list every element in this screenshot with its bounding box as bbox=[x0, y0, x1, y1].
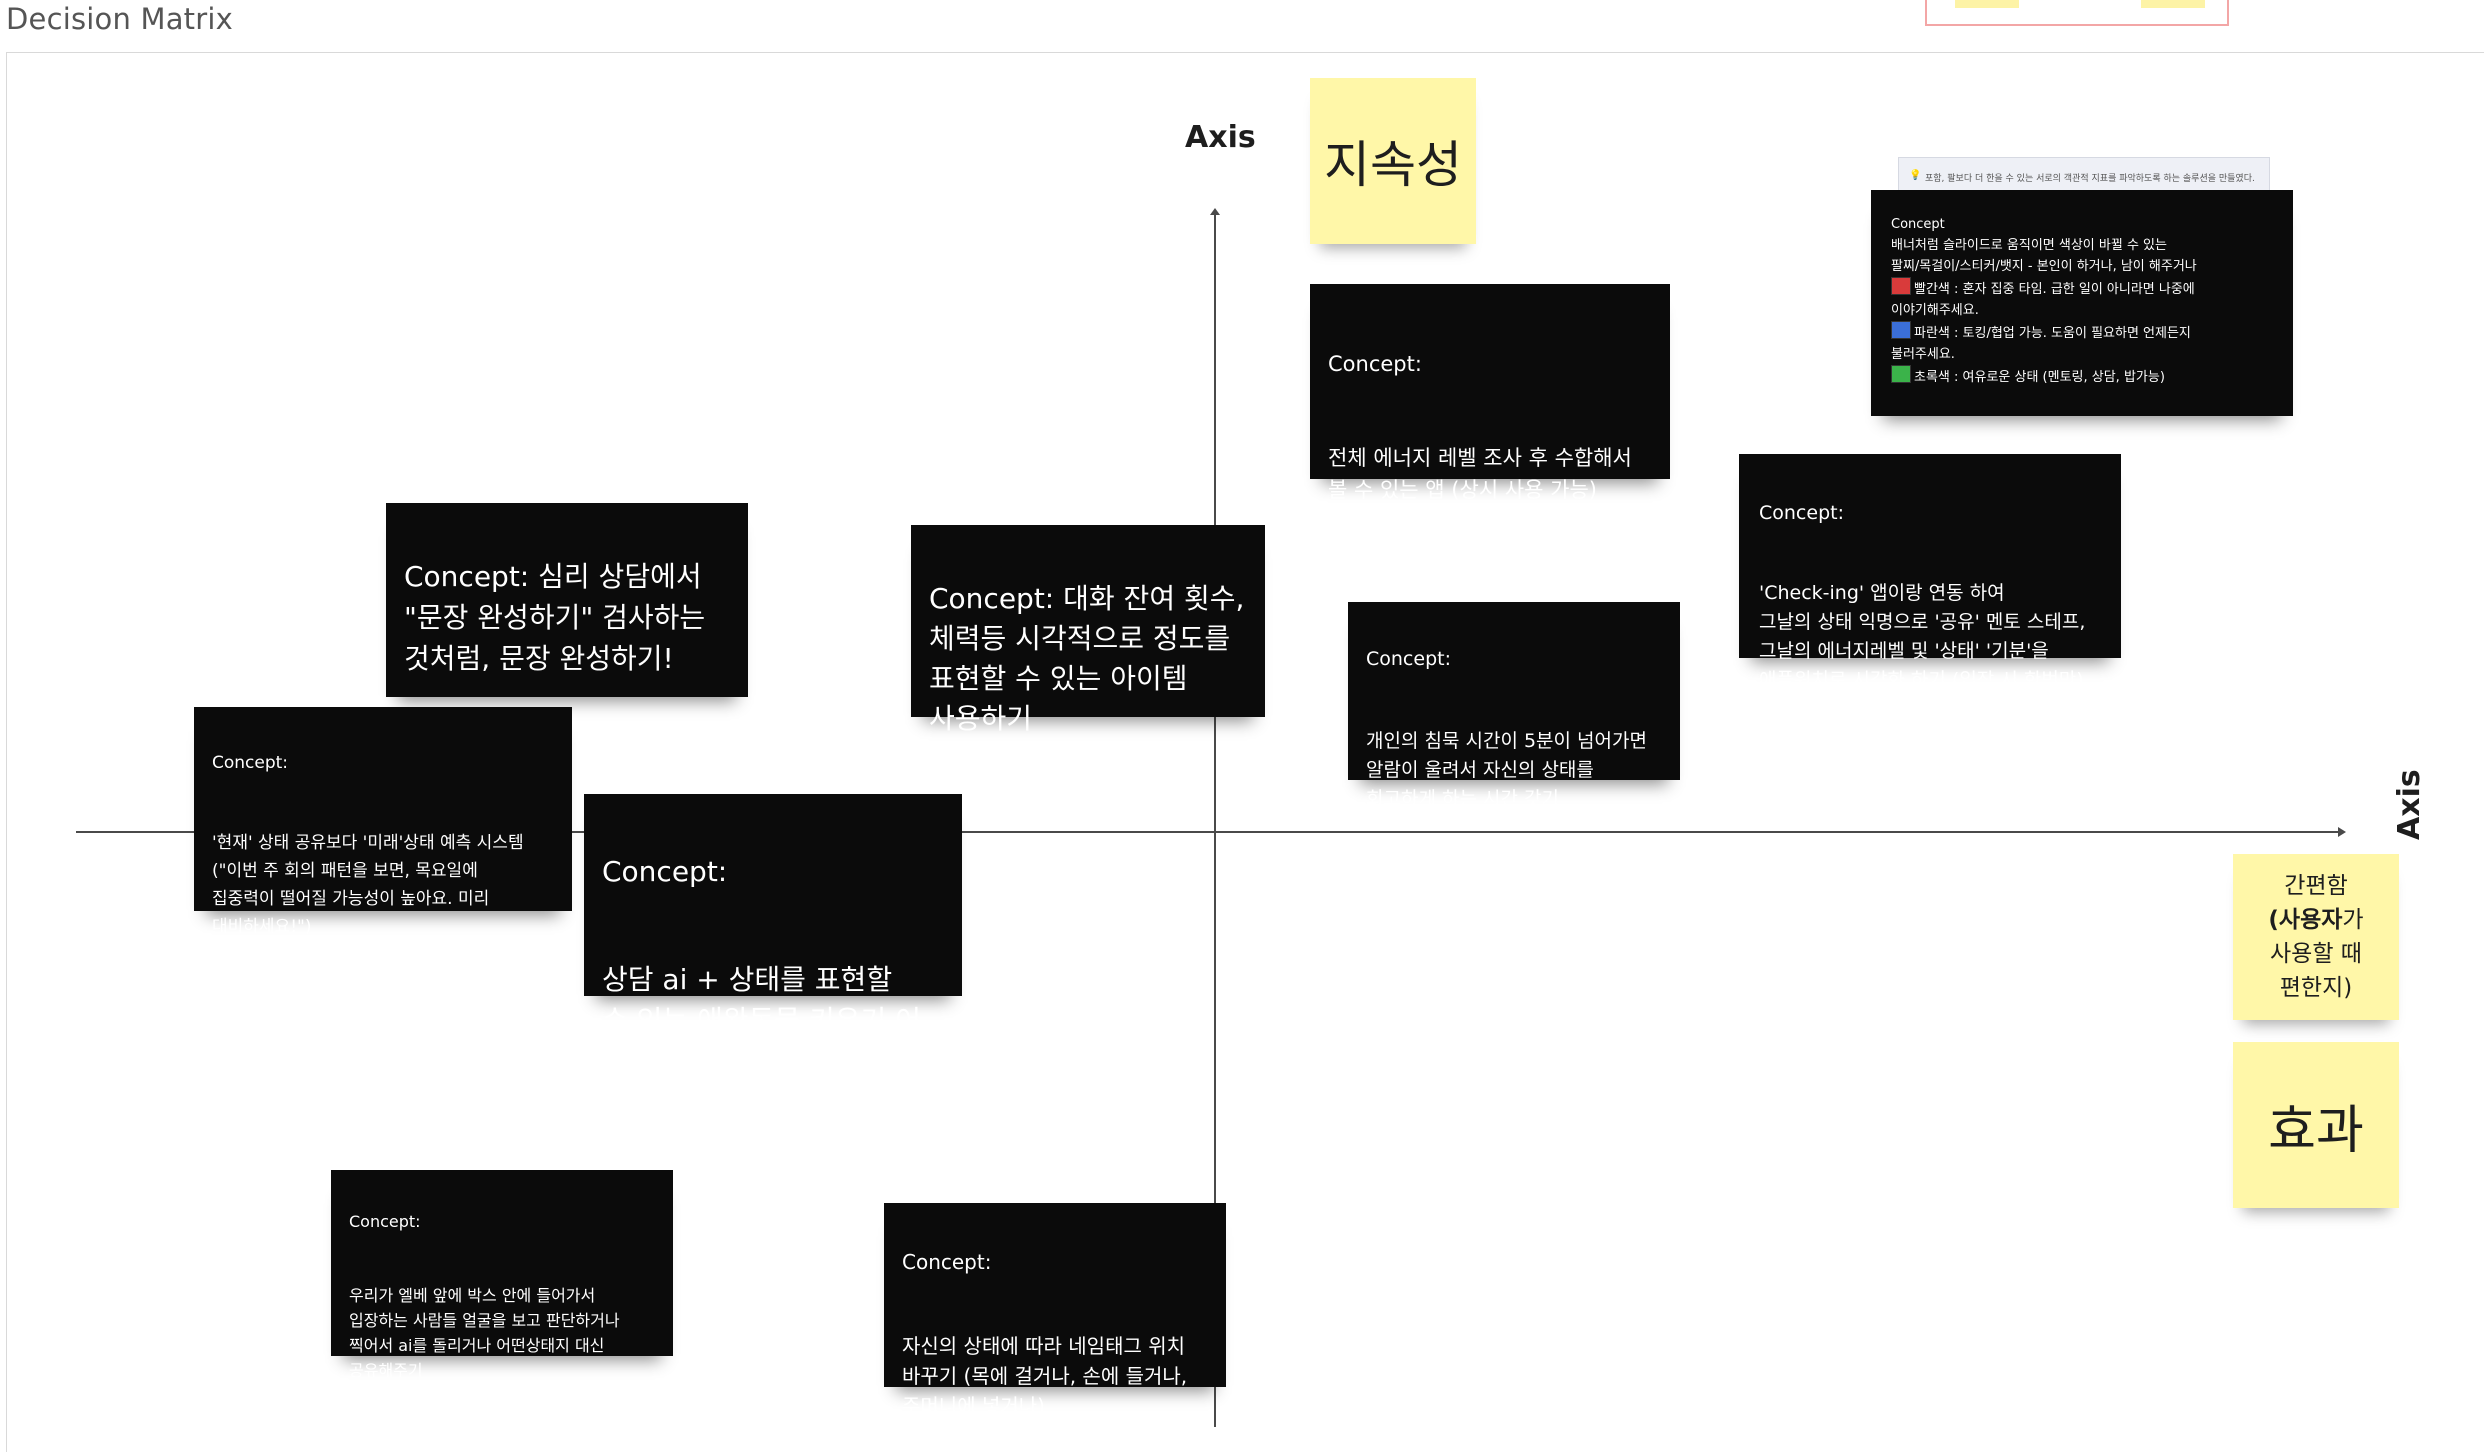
sticky-text: 편한지) bbox=[2279, 975, 2353, 1001]
card-body-line: 초록색 : 여유로운 상태 (멘토링, 상담, 밥가능) bbox=[1914, 370, 2165, 385]
sticky-sustainability[interactable]: 지속성 bbox=[1310, 78, 1476, 244]
card-body-line: 이야기해주세요. bbox=[1891, 303, 1979, 318]
sticky-text-bold: (사용자 bbox=[2268, 907, 2343, 933]
card-energy-app[interactable]: Concept: 전체 에너지 레벨 조사 후 수합해서 볼 수 있는 앱 (상… bbox=[1310, 284, 1670, 502]
blue-square-icon bbox=[1891, 321, 1911, 339]
card-body-line: 불러주세요. bbox=[1891, 347, 1955, 362]
card-body: 'Check-ing' 앱이랑 연동 하여 그날의 상태 익명으로 '공유' 멘… bbox=[1759, 582, 2086, 691]
card-body: 개인의 침묵 시간이 5분이 넘어가면 알람이 울려서 자신의 상태를 회고하게… bbox=[1366, 730, 1647, 810]
card-body-line: 빨간색 : 혼자 집중 타임. 급한 일이 아니라면 나중에 bbox=[1891, 277, 2273, 300]
sticky-effect[interactable]: 효과 bbox=[2233, 1042, 2399, 1208]
card-title: Concept: bbox=[1759, 502, 1844, 524]
card-body: '현재' 상태 공유보다 '미래'상태 예측 시스템 ("이번 주 회의 패턴을… bbox=[212, 833, 524, 937]
horizontal-axis-label[interactable]: Axis bbox=[2392, 769, 2427, 840]
red-square-icon bbox=[1891, 277, 1911, 295]
peek-sticky[interactable] bbox=[2141, 0, 2205, 8]
sticky-text: 사용할 때 bbox=[2270, 941, 2362, 967]
peek-sticky[interactable] bbox=[1955, 0, 2019, 8]
sticky-ease[interactable]: 간편함 (사용자가 사용할 때 편한지) bbox=[2233, 854, 2399, 1020]
card-checking[interactable]: Concept: 'Check-ing' 앱이랑 연동 하여 그날의 상태 익명… bbox=[1739, 454, 2121, 691]
vertical-axis-label[interactable]: Axis bbox=[1185, 120, 1256, 155]
lightbulb-icon: 💡 bbox=[1909, 170, 1922, 181]
card-body-line: 초록색 : 여유로운 상태 (멘토링, 상담, 밥가능) bbox=[1891, 365, 2273, 388]
card-title: Concept: bbox=[212, 753, 289, 773]
card-body: Concept: 대화 잔여 횟수, 체력등 시각적으로 정도를 표현할 수 있… bbox=[929, 582, 1245, 735]
offscreen-frame-peek[interactable] bbox=[1925, 0, 2229, 26]
card-title: Concept: bbox=[1328, 352, 1422, 376]
sticky-text: 지속성 bbox=[1324, 136, 1462, 194]
card-body: Concept: 심리 상담에서 "문장 완성하기" 검사하는 것처럼, 문장 … bbox=[404, 560, 706, 675]
card-silence[interactable]: Concept: 개인의 침묵 시간이 5분이 넘어가면 알람이 울려서 자신의… bbox=[1348, 602, 1680, 810]
card-title: Concept: bbox=[1366, 648, 1451, 670]
sticky-text: 효과 bbox=[2268, 1100, 2364, 1161]
vertical-axis[interactable] bbox=[1210, 208, 1220, 1427]
horizontal-axis[interactable] bbox=[76, 827, 2346, 837]
card-body-line: 팔찌/목걸이/스티커/뱃지 - 본인이 하거나, 남이 해주거나 bbox=[1891, 259, 2197, 274]
sticky-text: (사용자가 bbox=[2268, 903, 2363, 937]
card-sentence[interactable]: Concept: 심리 상담에서 "문장 완성하기" 검사하는 것처럼, 문장 … bbox=[386, 503, 748, 697]
card-body-line: 빨간색 : 혼자 집중 타임. 급한 일이 아니라면 나중에 bbox=[1914, 282, 2195, 297]
card-body-line: 파란색 : 토킹/협업 가능. 도움이 필요하면 언제든지 bbox=[1914, 326, 2191, 341]
sticky-text: 간편함 bbox=[2284, 873, 2348, 899]
card-pet[interactable]: Concept: 상담 ai + 상태를 표현할 수 있는 애완동물 키우기 어… bbox=[584, 794, 962, 1078]
card-battery-color[interactable]: Concept 배너처럼 슬라이드로 움직이면 색상이 바뀔 수 있는 팔찌/목… bbox=[1871, 190, 2293, 416]
card-body: 우리가 엘베 앞에 박스 안에 들어가서 입장하는 사람들 얼굴을 보고 판단하… bbox=[349, 1286, 620, 1380]
frame-title[interactable]: Decision Matrix bbox=[6, 2, 233, 36]
card-elevator[interactable]: Concept: 우리가 엘베 앞에 박스 안에 들어가서 입장하는 사람들 얼… bbox=[331, 1170, 673, 1380]
card-body: 전체 에너지 레벨 조사 후 수합해서 볼 수 있는 앱 (상시 사용 가능) bbox=[1328, 446, 1632, 502]
card-body: 상담 ai + 상태를 표현할 수 있는 애완동물 키우기 어플 bbox=[602, 963, 921, 1078]
legend-text: 포함, 팔보다 더 한을 수 있는 서로의 객관적 지표를 파악하도록 하는 솔… bbox=[1925, 174, 2255, 184]
card-conversation[interactable]: Concept: 대화 잔여 횟수, 체력등 시각적으로 정도를 표현할 수 있… bbox=[911, 525, 1265, 735]
card-body: 자신의 상태에 따라 네임태그 위치 바꾸기 (목에 걸거나, 손에 들거나, … bbox=[902, 1334, 1188, 1418]
card-title: Concept: bbox=[902, 1250, 992, 1274]
sticky-text: 가 bbox=[2342, 907, 2364, 933]
green-square-icon bbox=[1891, 365, 1911, 383]
board-frame bbox=[6, 52, 2484, 1452]
card-title: Concept: bbox=[602, 855, 728, 888]
card-nametag[interactable]: Concept: 자신의 상태에 따라 네임태그 위치 바꾸기 (목에 걸거나,… bbox=[884, 1203, 1226, 1418]
card-predict[interactable]: Concept: '현재' 상태 공유보다 '미래'상태 예측 시스템 ("이번… bbox=[194, 707, 572, 937]
card-body-line: 파란색 : 토킹/협업 가능. 도움이 필요하면 언제든지 bbox=[1891, 321, 2273, 344]
card-title: Concept bbox=[1891, 217, 1945, 232]
card-title: Concept: bbox=[349, 1212, 421, 1231]
card-body-line: 배너처럼 슬라이드로 움직이면 색상이 바뀔 수 있는 bbox=[1891, 238, 2167, 253]
